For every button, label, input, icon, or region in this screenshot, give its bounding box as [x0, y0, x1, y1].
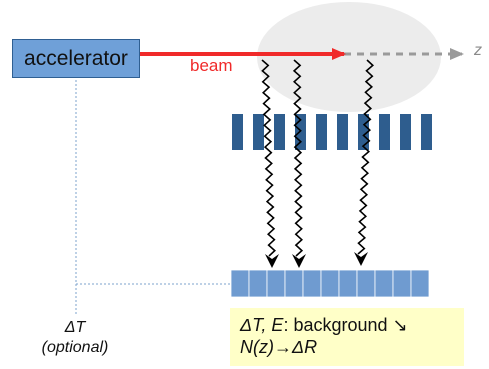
detector-segment [302, 269, 322, 298]
detector-segment [392, 269, 412, 298]
shielding-array [232, 114, 432, 150]
background-note: ΔT, E: background ↘ N(z)→ΔR [230, 308, 464, 366]
interaction-region [257, 2, 441, 112]
note-line-2-arrow: → [274, 337, 292, 357]
shielding-block [400, 114, 411, 150]
shielding-block [274, 114, 285, 150]
detector-segment [284, 269, 304, 298]
detector-segment [356, 269, 376, 298]
trigger-optional: (optional) [41, 339, 109, 356]
note-line-2-italic: N(z) [240, 337, 274, 357]
note-line-1-italic: ΔT, E [240, 315, 284, 335]
detector-segment [266, 269, 286, 298]
detector-segment [410, 269, 430, 298]
detector-segment [248, 269, 268, 298]
photon-wave [292, 59, 304, 257]
photon-paths [261, 59, 375, 268]
accelerator-label: accelerator [24, 47, 128, 70]
shielding-block [379, 114, 390, 150]
detector-segment [338, 269, 358, 298]
beam-label: beam [190, 56, 233, 75]
shielding-block [316, 114, 327, 150]
shielding-block [337, 114, 348, 150]
shielding-block [421, 114, 432, 150]
photon-wave [261, 59, 276, 257]
photon-wave [357, 59, 375, 255]
shielding-block [358, 114, 369, 150]
z-axis-label: z [474, 42, 482, 59]
shielding-block [232, 114, 243, 150]
note-line-1: ΔT, E: background ↘ [240, 314, 454, 336]
detector-array [230, 269, 430, 298]
accelerator-box: accelerator [12, 39, 140, 78]
trigger-symbol: ΔT [64, 319, 86, 336]
trigger-label: ΔT (optional) [20, 318, 130, 358]
note-line-2-end: ΔR [292, 337, 318, 357]
photon-arrowhead [292, 254, 306, 268]
detector-segment [230, 269, 250, 298]
photon-arrowhead [354, 252, 368, 266]
photon-arrowhead [265, 254, 279, 268]
note-line-2: N(z)→ΔR [240, 336, 454, 358]
shielding-block [253, 114, 264, 150]
detector-segment [374, 269, 394, 298]
detector-segment [320, 269, 340, 298]
note-line-1-rest: : background ↘ [283, 315, 408, 335]
